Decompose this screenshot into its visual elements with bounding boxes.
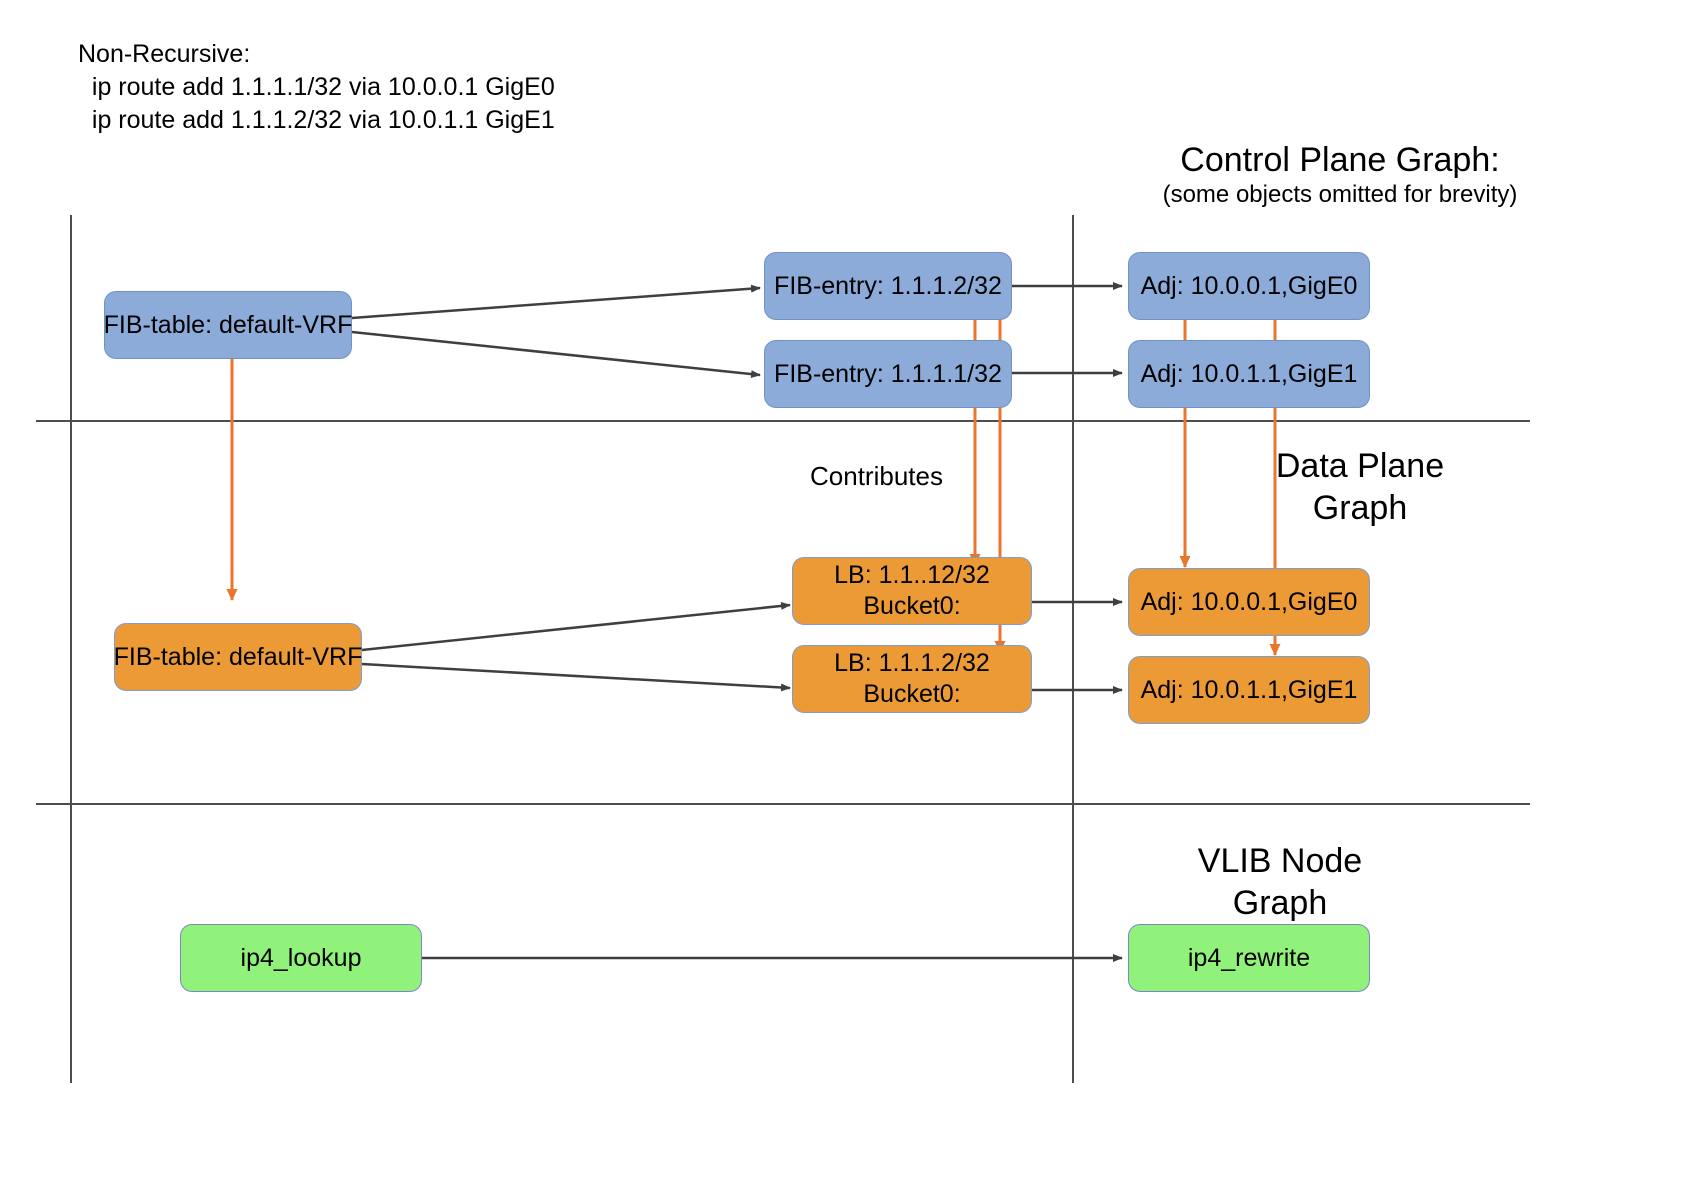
node-label: ip4_lookup [240, 943, 362, 972]
node-cp-fib-entry-top[interactable]: FIB-entry: 1.1.1.2/32 [764, 252, 1012, 320]
divider-vertical-right [1072, 215, 1074, 1083]
divider-vertical-left [70, 215, 72, 1083]
node-cp-fib-entry-bottom[interactable]: FIB-entry: 1.1.1.1/32 [764, 340, 1012, 408]
node-dp-lb-bottom[interactable]: LB: 1.1.1.2/32 Bucket0: [792, 645, 1032, 713]
node-dp-adj-bottom[interactable]: Adj: 10.0.1.1,GigE1 [1128, 656, 1370, 724]
node-cp-fib-table[interactable]: FIB-table: default-VRF [104, 291, 352, 359]
node-label: FIB-table: default-VRF [113, 642, 363, 671]
data-plane-header: Data Plane Graph [1200, 445, 1520, 529]
edge-cp-table-to-entry-bottom [351, 330, 761, 379]
node-cp-adj-bottom[interactable]: Adj: 10.0.1.1,GigE1 [1128, 340, 1370, 408]
divider-horizontal-data-vlib [36, 803, 1530, 805]
data-plane-title-line1: Data Plane [1275, 447, 1445, 485]
node-cp-adj-top[interactable]: Adj: 10.0.0.1,GigE0 [1128, 252, 1370, 320]
vlib-title-line2: Graph [1232, 884, 1328, 922]
node-vlib-ip4-lookup[interactable]: ip4_lookup [180, 924, 422, 992]
node-dp-adj-top[interactable]: Adj: 10.0.0.1,GigE0 [1128, 568, 1370, 636]
node-dp-fib-table[interactable]: FIB-table: default-VRF [114, 623, 362, 691]
control-plane-subtitle: (some objects omitted for brevity) [1162, 181, 1518, 208]
vlib-title-line1: VLIB Node [1197, 842, 1363, 880]
data-plane-title-line2: Graph [1312, 489, 1408, 527]
node-label-line1: LB: 1.1.1.2/32 [834, 649, 990, 677]
node-label: FIB-entry: 1.1.1.2/32 [774, 271, 1002, 300]
node-label: Adj: 10.0.0.1,GigE0 [1140, 271, 1358, 300]
vlib-header: VLIB Node Graph [1110, 840, 1450, 924]
node-label: Adj: 10.0.1.1,GigE1 [1140, 359, 1358, 388]
node-label: ip4_rewrite [1187, 943, 1311, 972]
node-label: FIB-table: default-VRF [103, 310, 353, 339]
edge-dp-table-to-lb-top [361, 601, 791, 652]
edge-dp-table-to-lb-bottom [361, 662, 791, 692]
node-label-line1: LB: 1.1..12/32 [834, 561, 990, 589]
node-vlib-ip4-rewrite[interactable]: ip4_rewrite [1128, 924, 1370, 992]
control-plane-title: Control Plane Graph: [1180, 141, 1500, 179]
control-plane-header: Control Plane Graph: (some objects omitt… [1140, 140, 1540, 210]
node-dp-lb-top[interactable]: LB: 1.1..12/32 Bucket0: [792, 557, 1032, 625]
node-label: Adj: 10.0.0.1,GigE0 [1140, 587, 1358, 616]
node-label-line2: Bucket0: [863, 680, 961, 708]
node-label-line2: Bucket0: [863, 592, 961, 620]
node-label: FIB-entry: 1.1.1.1/32 [774, 359, 1002, 388]
node-label: Adj: 10.0.1.1,GigE1 [1140, 675, 1358, 704]
contributes-label: Contributes [810, 461, 943, 491]
route-config-legend: Non-Recursive: ip route add 1.1.1.1/32 v… [78, 40, 555, 134]
divider-horizontal-control-data [36, 420, 1530, 422]
edge-cp-table-to-entry-top [351, 284, 761, 320]
